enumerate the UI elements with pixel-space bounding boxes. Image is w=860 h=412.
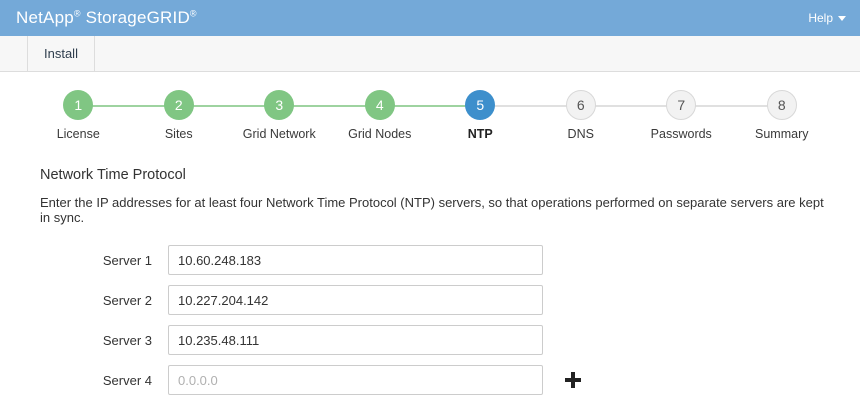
wizard-connector	[279, 105, 380, 107]
wizard-connector	[178, 105, 280, 107]
tab-install[interactable]: Install	[28, 36, 95, 71]
ntp-server-label: Server 3	[102, 332, 152, 348]
add-server-button[interactable]	[563, 370, 583, 390]
wizard-step-label: DNS	[567, 127, 594, 141]
page-description: Enter the IP addresses for at least four…	[40, 195, 824, 225]
wizard-step-label: Passwords	[650, 127, 712, 141]
wizard-connector	[480, 105, 581, 107]
wizard-step-label: Grid Network	[242, 127, 316, 141]
ntp-server-label: Server 1	[102, 252, 152, 268]
ntp-server-row: Server 2	[28, 285, 832, 315]
brand-product: StorageGRID	[80, 8, 190, 27]
wizard-connector	[580, 105, 682, 107]
ntp-server-row: Server 1	[28, 245, 832, 275]
ntp-server-label: Server 4	[102, 372, 152, 388]
product-registered-icon: ®	[189, 8, 197, 19]
ntp-server-input[interactable]	[168, 285, 543, 315]
wizard-step-number: 7	[666, 90, 697, 120]
wizard-step-number: 2	[163, 90, 194, 120]
wizard-step-label: License	[56, 127, 100, 141]
wizard-step-label: Sites	[164, 127, 193, 141]
ntp-server-input[interactable]	[168, 325, 543, 355]
page-title: Network Time Protocol	[40, 167, 186, 183]
wizard-connector	[78, 105, 179, 107]
brand-registered-icon: ®	[73, 8, 81, 19]
brand-logo: NetApp® StorageGRID®	[16, 8, 197, 28]
wizard-step-number: 8	[766, 90, 797, 120]
tab-bar: Install	[0, 36, 860, 72]
wizard-step-label: Grid Nodes	[348, 127, 412, 141]
tab-bar-filler	[95, 36, 860, 71]
wizard-step-label: NTP	[467, 127, 493, 141]
wizard-step-number: 6	[565, 90, 596, 120]
ntp-server-form: Server 1 Server 2 Server 3 Server 4	[28, 245, 832, 395]
wizard-step-number: 3	[264, 90, 295, 120]
tab-install-label: Install	[44, 46, 78, 61]
ntp-server-input[interactable]	[168, 365, 543, 395]
wizard-step-label: Summary	[755, 127, 809, 141]
help-menu[interactable]: Help	[808, 11, 846, 25]
brand-name: NetApp	[16, 8, 74, 27]
chevron-down-icon	[838, 15, 846, 21]
app-header: NetApp® StorageGRID® Help	[0, 0, 860, 36]
ntp-server-label: Server 2	[102, 292, 152, 308]
help-menu-label: Help	[808, 11, 833, 25]
wizard-step-number: 1	[63, 90, 94, 120]
wizard-connector	[379, 105, 481, 107]
ntp-server-input[interactable]	[168, 245, 543, 275]
ntp-server-row: Server 4	[28, 365, 832, 395]
main-content: Network Time Protocol Enter the IP addre…	[0, 167, 860, 395]
wizard-step-number: 4	[364, 90, 395, 120]
wizard-step-number: 5	[465, 90, 496, 120]
ntp-server-row: Server 3	[28, 325, 832, 355]
wizard-connector	[681, 105, 782, 107]
tab-bar-leading-spacer	[0, 36, 28, 71]
